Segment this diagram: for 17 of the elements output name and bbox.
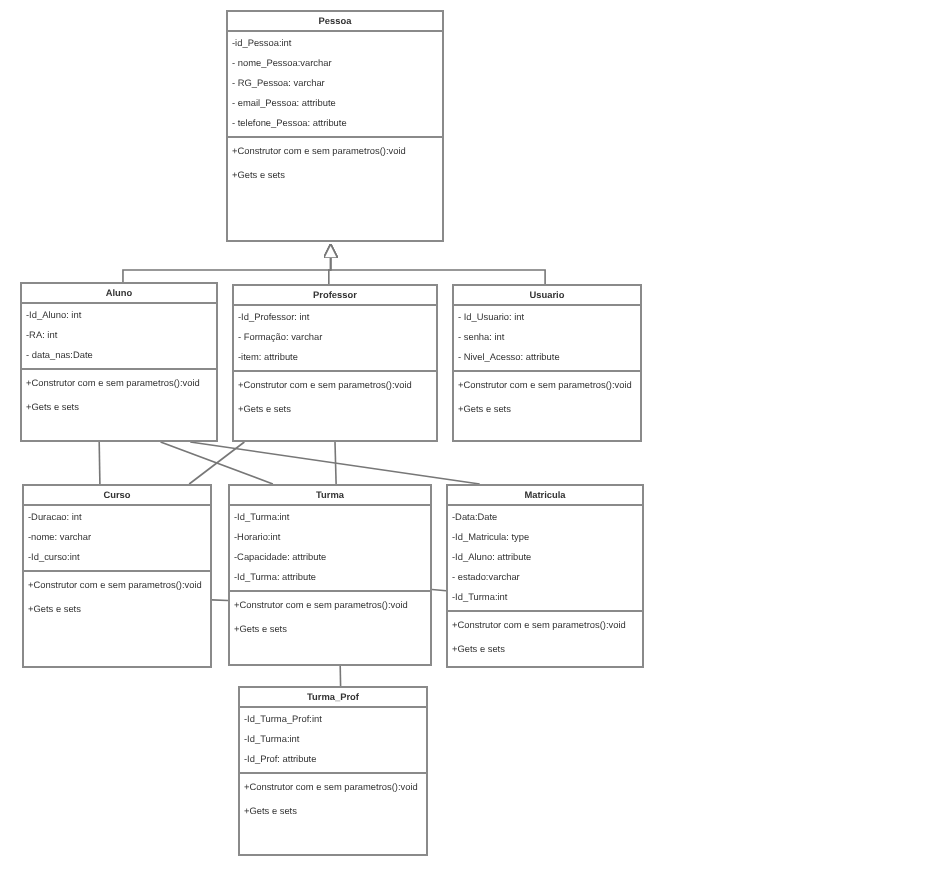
association-line — [211, 599, 229, 602]
class-box — [452, 284, 642, 442]
association-line — [188, 441, 246, 485]
class-box — [22, 484, 212, 668]
inheritance-arrow — [322, 243, 546, 285]
class-box — [226, 10, 444, 242]
association-line — [159, 441, 274, 485]
class-box — [238, 686, 428, 856]
class-box — [232, 284, 438, 442]
association-line — [334, 441, 337, 485]
association-line — [189, 441, 481, 485]
class-box — [20, 282, 218, 442]
association-line — [431, 588, 447, 592]
class-box — [228, 484, 432, 666]
association-line — [339, 665, 342, 687]
association-line — [98, 441, 101, 485]
class-box — [446, 484, 644, 668]
